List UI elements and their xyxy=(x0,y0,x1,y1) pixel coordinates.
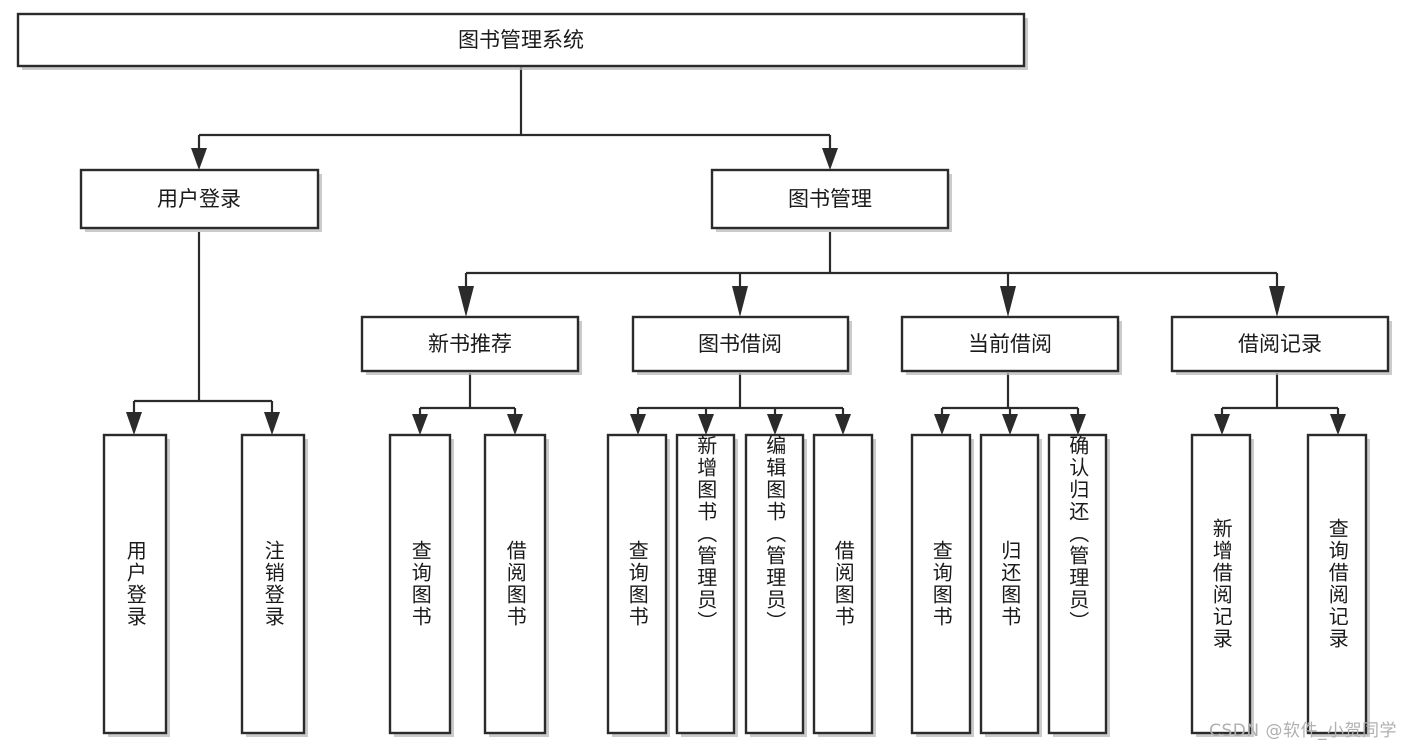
leaf-user-login-box[interactable] xyxy=(102,433,168,735)
node-root-label: 图书管理系统 xyxy=(458,28,584,52)
node-new-book-recommend-label: 新书推荐 xyxy=(428,332,512,356)
leaf-boxes xyxy=(102,433,1370,737)
leaf-borrow-book-1-box[interactable] xyxy=(483,433,547,735)
node-book-borrow-label: 图书借阅 xyxy=(698,332,782,356)
arrow-head-leaf-return-book xyxy=(1002,414,1018,435)
arrow-head-new-book-recommend xyxy=(458,286,474,317)
arrow-head-leaf-query-book-3 xyxy=(934,414,950,435)
arrow-head-book-borrow xyxy=(732,286,748,317)
node-user-login[interactable]: 用户登录 xyxy=(79,168,322,232)
arrow-head-leaf-query-record xyxy=(1330,414,1346,435)
node-book-borrow[interactable]: 图书借阅 xyxy=(631,315,852,375)
arrow-head-leaf-query-book-2 xyxy=(630,414,646,435)
connector-group-borrow-record xyxy=(1214,373,1346,435)
arrow-head-leaf-borrow-book-1 xyxy=(507,414,523,435)
arrow-head-leaf-user-login xyxy=(126,412,142,435)
arrow-head-leaf-add-book xyxy=(698,414,714,435)
connector-group-new-book-recommend xyxy=(412,373,523,435)
leaf-borrow-book-2-box[interactable] xyxy=(812,433,874,735)
connector-group-current-borrow xyxy=(934,373,1086,435)
leaf-query-record-box[interactable] xyxy=(1306,433,1368,735)
node-borrow-record-label: 借阅记录 xyxy=(1238,332,1322,356)
arrow-head-book-management xyxy=(822,148,838,170)
connector-group-book-borrow xyxy=(630,373,851,435)
arrow-head-leaf-query-book-1 xyxy=(412,414,428,435)
connector-group-user-login xyxy=(126,232,280,435)
node-current-borrow[interactable]: 当前借阅 xyxy=(900,315,1122,375)
arrow-head-leaf-logout-login xyxy=(264,412,280,435)
arrow-head-leaf-confirm-return xyxy=(1070,414,1086,435)
node-book-borrow-box xyxy=(631,315,850,373)
leaf-query-book-3-box[interactable] xyxy=(910,433,972,735)
leaf-return-book-box[interactable] xyxy=(979,433,1040,735)
node-user-login-label: 用户登录 xyxy=(157,187,241,211)
node-root[interactable]: 图书管理系统 xyxy=(16,12,1028,70)
node-borrow-record[interactable]: 借阅记录 xyxy=(1170,315,1392,375)
arrow-head-leaf-borrow-book-2 xyxy=(835,414,851,435)
arrow-head-borrow-record xyxy=(1269,286,1285,317)
leaf-query-book-1-box[interactable] xyxy=(388,433,452,735)
node-current-borrow-label: 当前借阅 xyxy=(968,332,1052,356)
node-current-borrow-box xyxy=(900,315,1120,373)
node-borrow-record-box xyxy=(1170,315,1390,373)
node-user-login-box xyxy=(79,168,320,230)
arrow-head-leaf-add-record xyxy=(1214,414,1230,435)
arrow-head-user-login xyxy=(191,148,207,170)
leaf-logout-login-box[interactable] xyxy=(240,433,306,735)
leaf-add-book-box[interactable] xyxy=(675,433,736,735)
node-root-box xyxy=(16,12,1026,68)
node-book-management-label: 图书管理 xyxy=(788,187,872,211)
node-new-book-recommend[interactable]: 新书推荐 xyxy=(360,315,582,375)
connector-group-book-management xyxy=(458,232,1285,317)
leaf-confirm-return-box[interactable] xyxy=(1047,433,1108,735)
connector-group-root xyxy=(191,66,838,170)
node-book-management-box xyxy=(710,168,950,230)
csdn-watermark: CSDN @软件_小贺同学 xyxy=(1209,721,1397,741)
arrow-head-leaf-edit-book xyxy=(767,414,783,435)
leaf-add-record-box[interactable] xyxy=(1190,433,1252,735)
leaf-query-book-2-box[interactable] xyxy=(606,433,668,735)
leaf-edit-book-box[interactable] xyxy=(744,433,805,735)
node-new-book-recommend-box xyxy=(360,315,580,373)
arrow-head-current-borrow xyxy=(1000,286,1016,317)
node-book-management[interactable]: 图书管理 xyxy=(710,168,952,232)
